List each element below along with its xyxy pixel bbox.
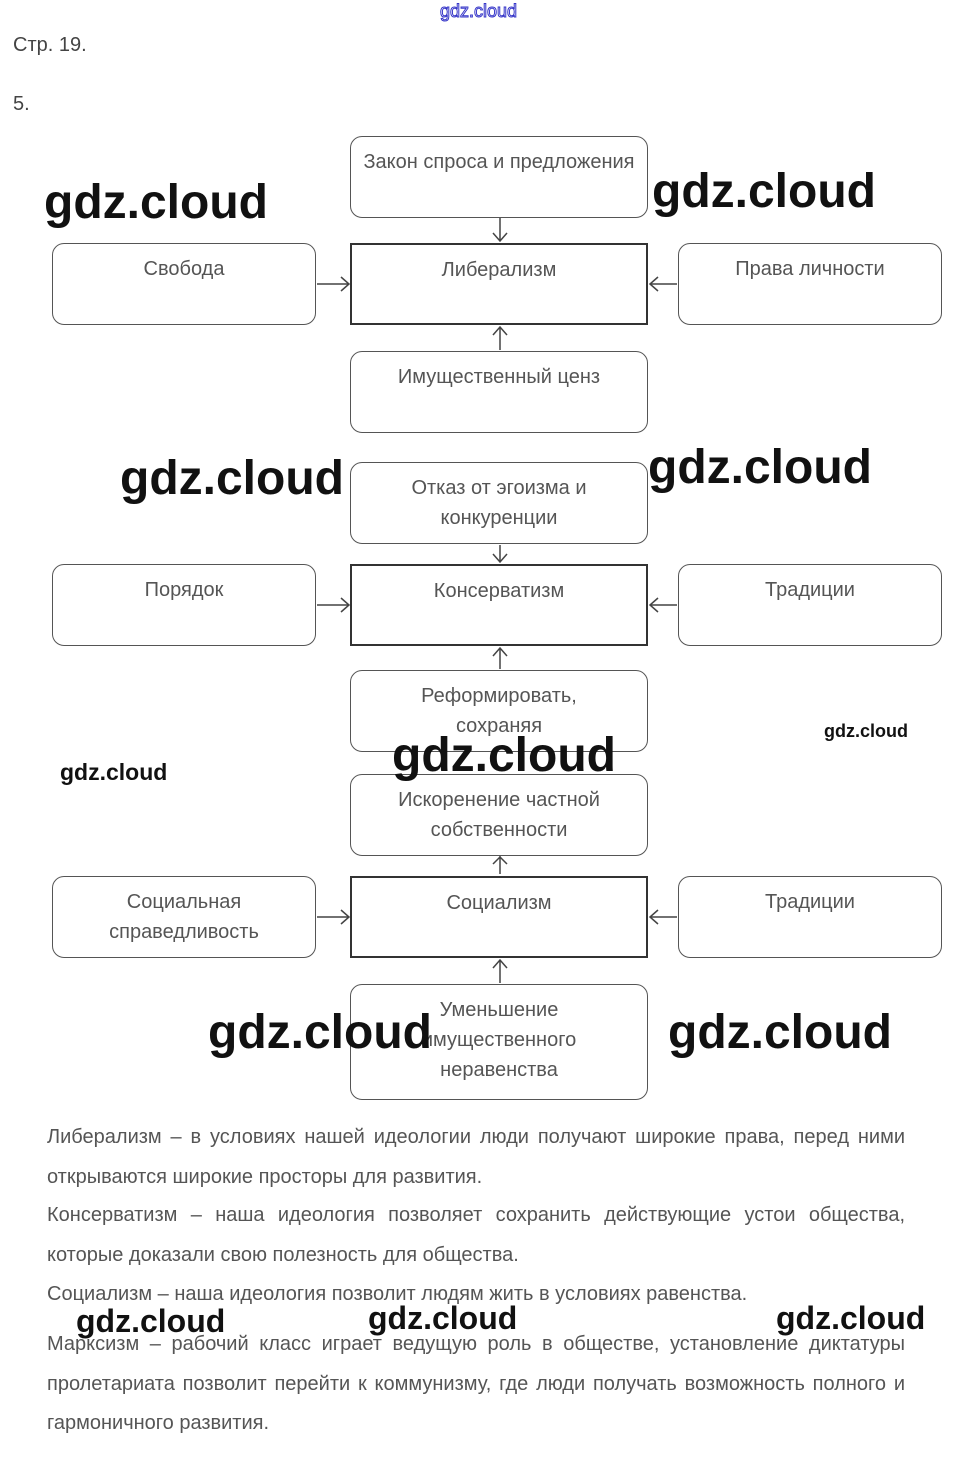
watermark: gdz.cloud (652, 165, 876, 218)
page-label: Стр. 19. (13, 34, 87, 56)
watermark: gdz.cloud (668, 1006, 892, 1059)
watermark: gdz.cloud (776, 1300, 926, 1336)
watermark: gdz.cloud (368, 1300, 518, 1336)
watermark: gdz.cloud (648, 441, 872, 494)
conservatism-bottom-box: Реформировать, сохраняя (350, 670, 648, 752)
top-watermark: gdz.cloud (439, 1, 518, 22)
liberalism-top-box: Закон спроса и предложения (350, 136, 648, 218)
watermark: gdz.cloud (44, 176, 268, 229)
socialism-center-box: Социализм (350, 876, 648, 958)
liberalism-right-box: Права личности (678, 243, 942, 325)
liberalism-left-box: Свобода (52, 243, 316, 325)
conservatism-left-box: Порядок (52, 564, 316, 646)
watermark: gdz.cloud (60, 759, 168, 785)
liberalism-center-box: Либерализм (350, 243, 648, 325)
conservatism-right-box: Традиции (678, 564, 942, 646)
liberalism-bottom-box: Имущественный ценз (350, 351, 648, 433)
watermark: gdz.cloud (824, 721, 908, 741)
watermark: gdz.cloud (76, 1303, 226, 1339)
socialism-left-box: Социальная справедливость (52, 876, 316, 958)
diagram-arrows (317, 218, 677, 983)
paragraph-conservatism: Консерватизм – наша идеология позволяет … (47, 1204, 905, 1266)
watermark: gdz.cloud (208, 1006, 432, 1059)
paragraph-socialism: Социализм – наша идеология позволит людя… (47, 1283, 748, 1305)
watermark: gdz.cloud (120, 452, 344, 505)
conservatism-top-box: Отказ от эгоизма и конкуренции (350, 462, 648, 544)
task-number: 5. (13, 93, 30, 115)
socialism-top-box: Искоренение частной собственности (350, 774, 648, 856)
paragraph-liberalism: Либерализм – в условиях нашей идеологии … (47, 1126, 905, 1188)
conservatism-center-box: Консерватизм (350, 564, 648, 646)
socialism-right-box: Традиции (678, 876, 942, 958)
watermark: gdz.cloud (392, 729, 616, 782)
socialism-bottom-box: Уменьшение имущественного неравенства (350, 984, 648, 1100)
paragraph-marxism: Марксизм – рабочий класс играет ведущую … (47, 1333, 905, 1434)
